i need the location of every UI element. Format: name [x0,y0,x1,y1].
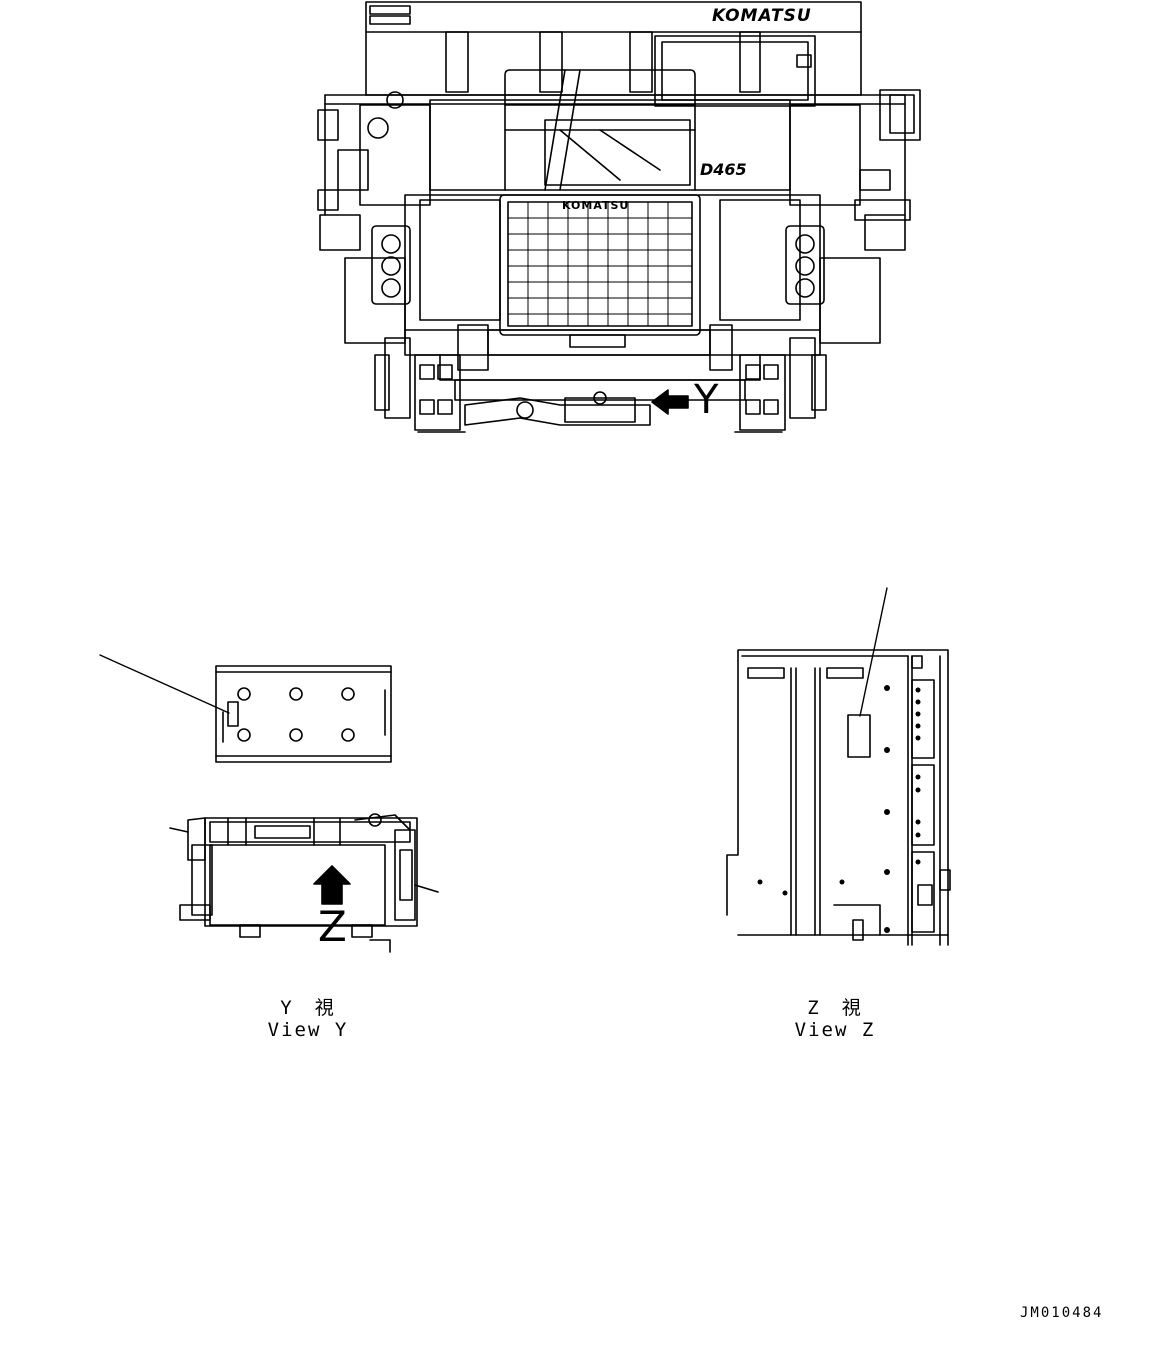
view-z-caption-en: View Z [794,1019,876,1041]
brand-plate-text: KOMATSU [712,6,812,26]
view-z-panel-detail [726,649,951,946]
view-y-caption-jp: Y 視 [280,997,336,1019]
view-y-leader-line [99,654,230,714]
machine-front-view [317,1,921,433]
view-z-letter: Z [318,902,347,951]
model-badge-text: D465 [700,160,747,179]
view-z-leader-line [859,587,888,717]
view-z-caption-jp: Z 視 [807,997,863,1019]
view-y-arrow-icon [651,389,689,415]
view-y-plate-detail [215,665,392,763]
grille-brand-text: KOMATSU [562,199,630,212]
view-y-assembly [169,813,439,953]
view-z-bolts [757,685,921,933]
drawing-number: JM010484 [1020,1305,1104,1321]
view-y-caption-en: View Y [267,1019,349,1041]
view-y-letter: Y [694,377,719,423]
view-z-arrow-icon [313,865,351,905]
